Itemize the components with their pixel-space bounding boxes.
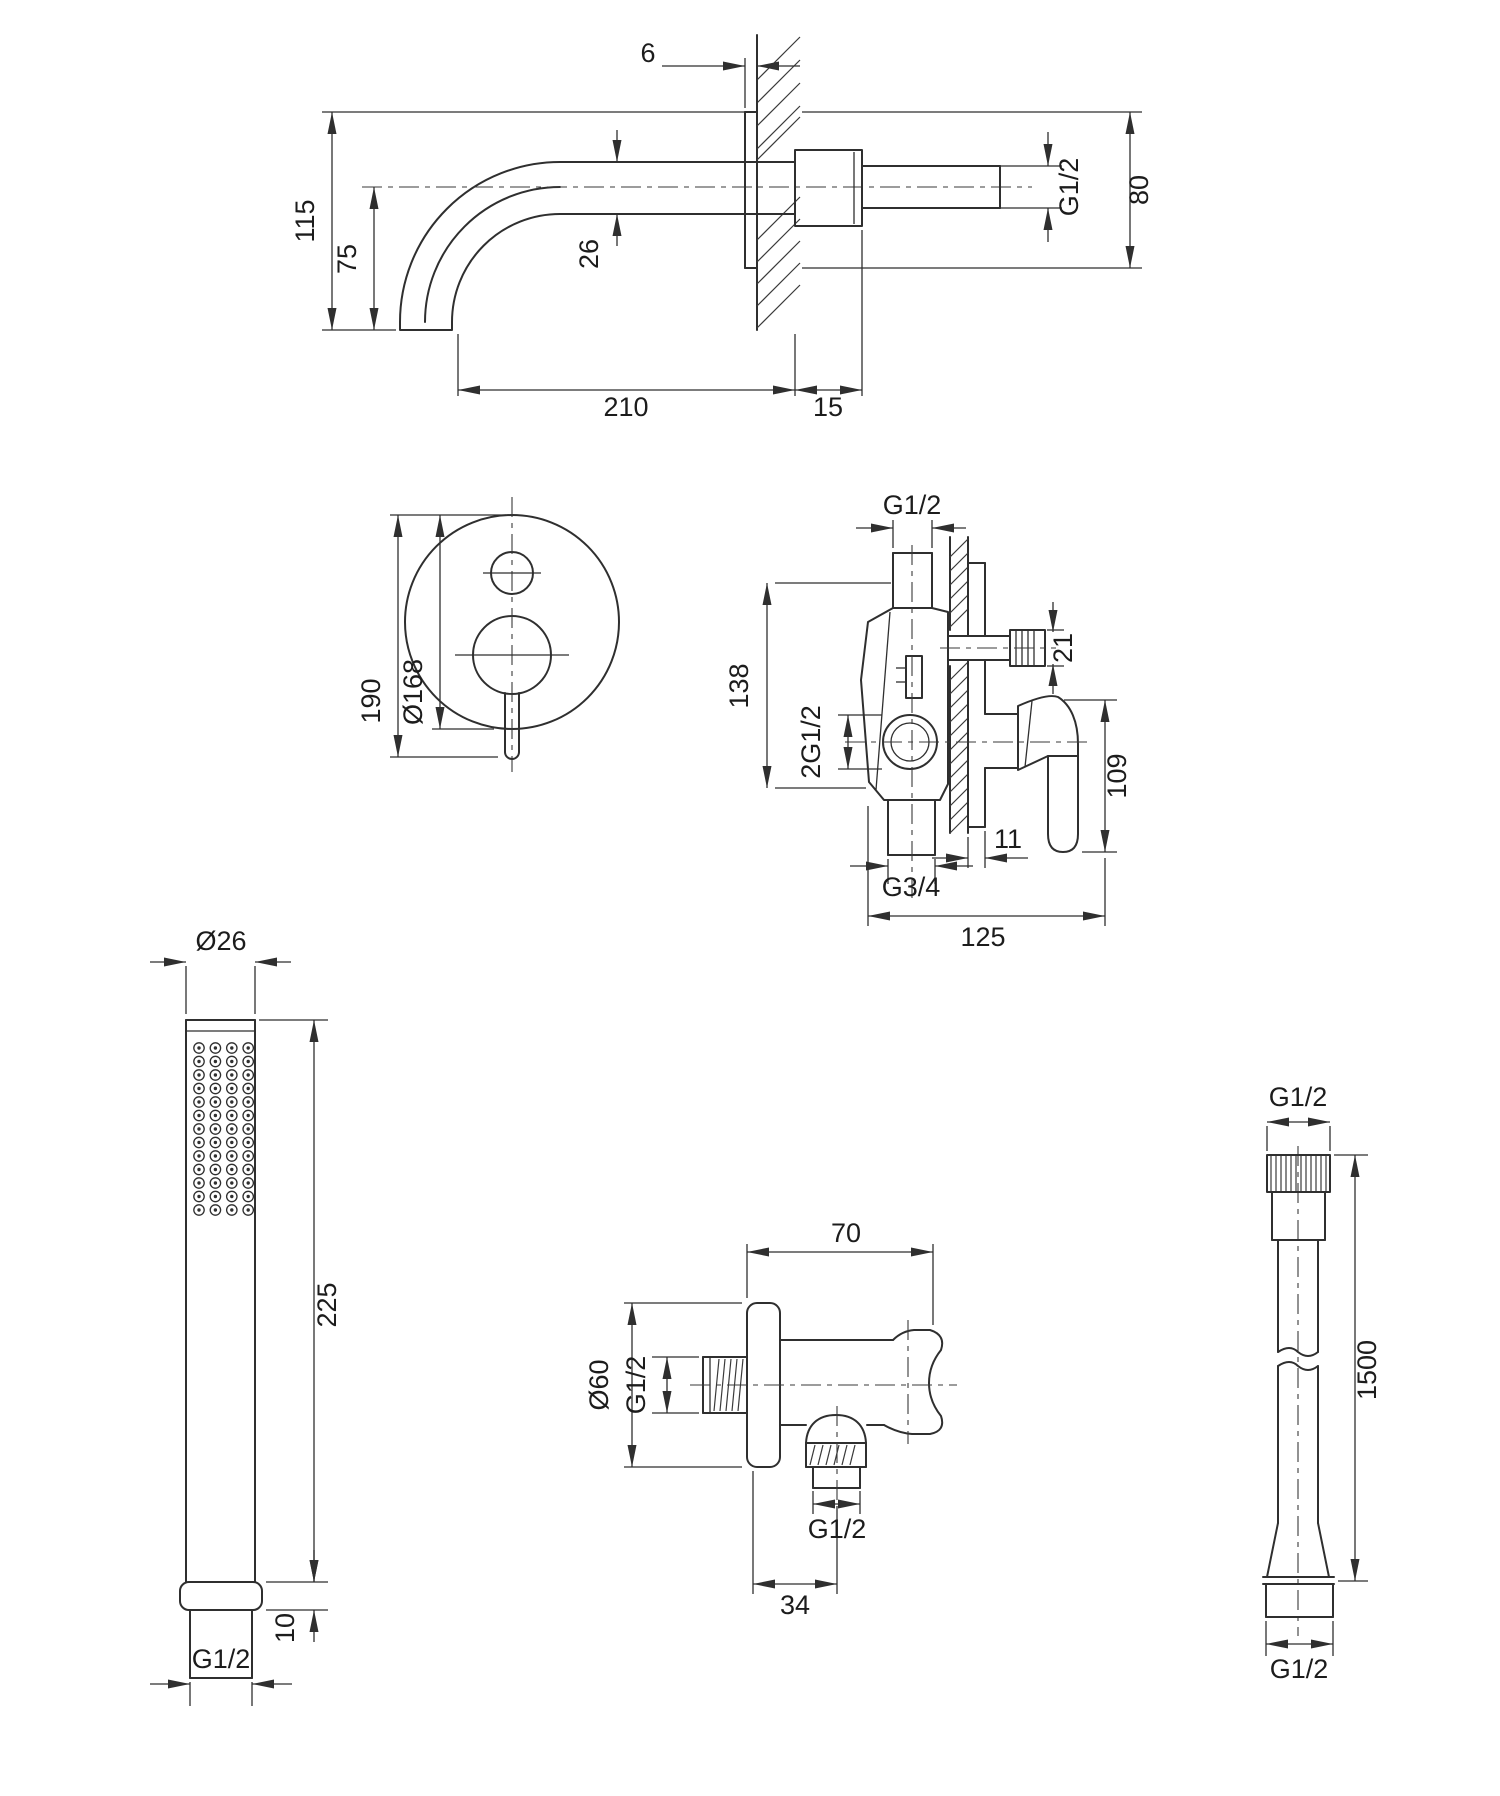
hose-view: G1/2 1500 G1/2 <box>1262 1082 1382 1684</box>
dim-elbow-inlet-thread: G1/2 <box>621 1356 651 1415</box>
dim-spout-drop: 75 <box>332 244 362 274</box>
handle-cap <box>1017 695 1079 771</box>
spout-view: 115 75 26 6 G1/2 80 210 15 <box>290 34 1154 422</box>
dim-mixer-handle-length: 109 <box>1102 753 1132 798</box>
hose-break-lower <box>1277 1361 1319 1371</box>
dim-handshower-ring: 10 <box>270 1613 300 1643</box>
dim-mixer-total-depth: 125 <box>960 922 1005 952</box>
shower-holder-bracket <box>883 1329 944 1435</box>
dim-spout-plate-thickness: 6 <box>640 38 655 68</box>
dim-spout-plate-height: 80 <box>1124 175 1154 205</box>
knurled-ring <box>179 1581 263 1611</box>
valve-body <box>860 607 949 801</box>
hand-shower-view: Ø26 225 10 G1/2 <box>150 926 342 1706</box>
mixer-side-view: G1/2 138 2G1/2 21 109 11 G3/4 125 <box>724 490 1132 952</box>
wall-hatching-side <box>949 538 969 834</box>
dim-spout-thread: G1/2 <box>1054 158 1084 217</box>
wall-elbow-view: 70 Ø60 G1/2 G1/2 34 <box>584 1218 957 1620</box>
wall-hatching <box>756 36 801 329</box>
hose-nut-knurl <box>1270 1156 1327 1191</box>
spout-outline <box>399 161 758 331</box>
handle-lever <box>1047 755 1079 853</box>
dim-handshower-diameter: Ø26 <box>195 926 246 956</box>
outlet-dome <box>805 1414 867 1444</box>
connection-collar <box>794 149 863 227</box>
dim-hose-bottom-thread: G1/2 <box>1270 1654 1329 1684</box>
outlet-knurl-lines <box>809 1444 856 1466</box>
dim-mixer-inlet-thread: G1/2 <box>883 490 942 520</box>
dim-mixer-plate-gap: 11 <box>994 824 1022 854</box>
dim-elbow-outlet-thread: G1/2 <box>808 1514 867 1544</box>
dim-hose-length: 1500 <box>1352 1340 1382 1400</box>
dim-mixer-bottom-thread: G3/4 <box>882 872 941 902</box>
dim-plate-overall: 190 <box>356 678 386 723</box>
dim-handshower-thread: G1/2 <box>192 1644 251 1674</box>
lever-end <box>504 751 520 760</box>
dim-hose-top-thread: G1/2 <box>1269 1082 1328 1112</box>
dim-elbow-flange: Ø60 <box>584 1359 614 1410</box>
hose-nut <box>1266 1154 1331 1193</box>
hose-break-upper <box>1277 1347 1319 1357</box>
dim-handshower-length: 225 <box>312 1282 342 1327</box>
dim-spout-reach: 210 <box>603 392 648 422</box>
spray-nozzle-grid <box>193 1042 255 1216</box>
dim-spout-total-height: 115 <box>290 199 320 242</box>
dim-spout-pipe-diameter: 26 <box>574 239 604 269</box>
mixer-front-view: 190 Ø168 <box>356 497 620 772</box>
dim-mixer-knob: 21 <box>1048 633 1078 663</box>
spout-inner-contour <box>424 186 561 323</box>
dim-mixer-side-threads: 2G1/2 <box>796 705 826 779</box>
dim-mixer-body-height: 138 <box>724 663 754 708</box>
dim-plate-diameter: Ø168 <box>398 659 428 725</box>
dim-elbow-outlet-offset: 34 <box>780 1590 810 1620</box>
dim-spout-wall-inset: 15 <box>813 392 843 422</box>
dim-elbow-depth: 70 <box>831 1218 861 1248</box>
